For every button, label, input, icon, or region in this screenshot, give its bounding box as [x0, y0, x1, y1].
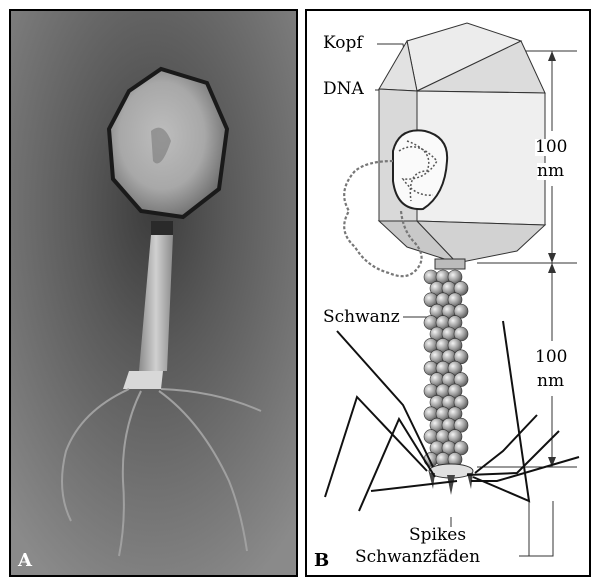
- label-schwanz: Schwanz: [323, 309, 400, 326]
- label-schwanzfaeden: Schwanzfäden: [355, 549, 480, 566]
- phage-micrograph: [11, 11, 296, 575]
- panel-label-b: B: [314, 550, 329, 571]
- tail-size-value: 100: [535, 349, 567, 366]
- label-spikes: Spikes: [409, 527, 466, 544]
- collar: [435, 259, 465, 269]
- diagram-panel: Kopf DNA Schwanz Spikes Schwanzfäden 100…: [305, 9, 591, 577]
- micrograph-collar: [151, 221, 173, 235]
- head-size-value: 100: [535, 139, 567, 156]
- tail-sheath: [424, 270, 468, 466]
- micrograph-panel: A: [9, 9, 298, 577]
- micrograph-baseplate: [123, 371, 163, 389]
- tail-size-unit: nm: [537, 373, 564, 390]
- head-size-unit: nm: [537, 163, 564, 180]
- label-kopf: Kopf: [323, 35, 363, 52]
- panel-label-a: A: [18, 550, 32, 571]
- label-dna: DNA: [323, 81, 364, 98]
